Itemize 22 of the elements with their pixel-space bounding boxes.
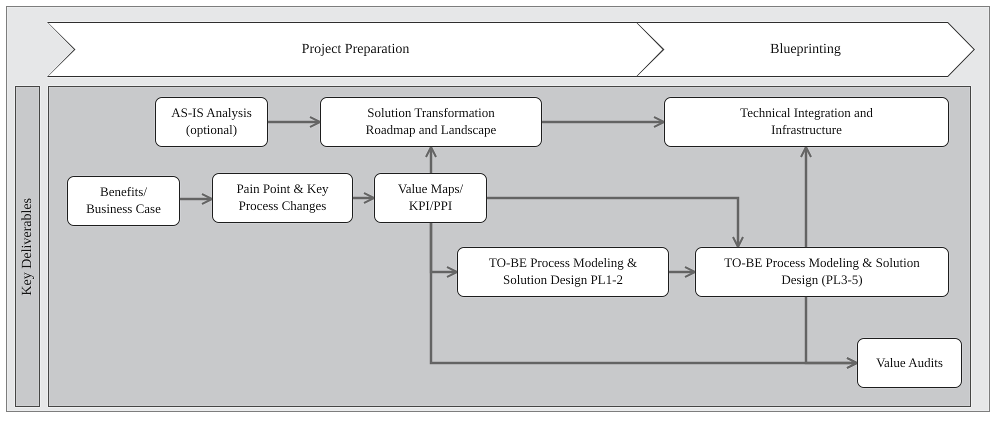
side-band	[15, 86, 40, 407]
arrow	[268, 116, 321, 128]
process-box: AS-IS Analysis (optional)	[155, 97, 268, 147]
arrow	[353, 192, 375, 204]
arrow	[800, 146, 812, 247]
process-box: Solution Transformation Roadmap and Landscape	[320, 97, 542, 147]
process-box: Benefits/ Business Case	[67, 176, 180, 226]
arrow	[669, 266, 696, 278]
band-label: Key Deliverables	[20, 198, 36, 296]
process-box: Value Audits	[857, 338, 962, 388]
process-box: Technical Integration and Infrastructure	[664, 97, 949, 147]
process-box: Value Maps/ KPI/PPI	[374, 173, 487, 223]
arrow	[180, 193, 213, 205]
arrow	[487, 196, 744, 248]
arrow	[804, 297, 858, 369]
process-box: TO-BE Process Modeling & Solution Design (PL3-5)	[695, 247, 949, 297]
process-box: TO-BE Process Modeling & Solution Design PL1-2	[457, 247, 669, 297]
phase-label: Project Preparation	[302, 42, 410, 58]
phase-label: Blueprinting	[770, 42, 841, 58]
arrow	[425, 146, 437, 173]
process-box: Pain Point & Key Process Changes	[212, 173, 353, 223]
arrow	[542, 116, 665, 128]
